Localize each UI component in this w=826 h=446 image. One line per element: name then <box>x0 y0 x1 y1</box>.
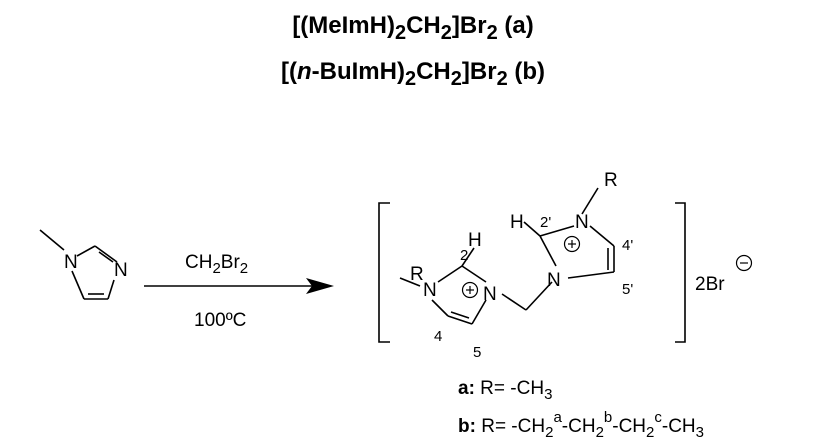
compound-title-b: [(n-BuImH)2CH2]Br2 (b) <box>280 58 545 90</box>
left-r-label: R <box>410 264 424 285</box>
right-r-bond <box>581 187 599 215</box>
right-c5-number: 5' <box>622 281 633 298</box>
product-structure: R N N H 2 4 5 R N N H 2' 4' 5' 2Br <box>378 170 753 361</box>
right-bond-c4-n3 <box>567 271 615 279</box>
left-bond-c2-n3 <box>461 265 487 283</box>
right-plus-charge-icon <box>563 235 581 253</box>
ring-bond-n1-c2 <box>76 245 96 257</box>
right-bracket <box>675 202 686 343</box>
bridge-bond-right <box>525 281 553 311</box>
left-c2-h-bond <box>461 247 475 267</box>
left-bond-c5-c4 <box>447 315 473 325</box>
left-n1: N <box>423 280 437 301</box>
ring-bond-c5-n1 <box>71 270 85 300</box>
left-plus-charge-icon <box>461 281 479 299</box>
right-bond-c2-n1 <box>539 225 575 237</box>
left-r-bond <box>399 277 421 287</box>
reagent-label: CH2Br2 <box>185 252 248 277</box>
right-h: H <box>510 212 524 233</box>
methylimidazole-structure: N N <box>39 229 128 300</box>
counterion-label: 2Br <box>695 274 725 295</box>
left-h: H <box>468 230 482 251</box>
arrow-head <box>306 278 334 294</box>
ring-bond-c2-n3 <box>94 245 118 263</box>
reaction-arrow <box>144 278 334 294</box>
right-n3: N <box>547 270 561 291</box>
legend-a: a: R= -CH3 <box>458 378 552 403</box>
left-bond-n3-c5 <box>471 299 487 325</box>
right-c2-number: 2' <box>540 214 551 231</box>
minus-charge-icon <box>735 254 753 272</box>
left-n3: N <box>483 284 497 305</box>
right-bond-n3-c2 <box>539 235 557 267</box>
left-bond-n1-c2 <box>437 265 463 283</box>
left-double-bond-c4-c5 <box>450 311 470 319</box>
bridge-bond-left <box>501 293 527 311</box>
temperature-label: 100ºC <box>194 310 246 331</box>
reactant-n3: N <box>114 260 128 281</box>
right-r-label: R <box>604 170 618 191</box>
left-c5-number: 5 <box>473 344 481 361</box>
right-c2-h-bond <box>523 221 541 237</box>
right-bond-n1-c5 <box>589 225 615 247</box>
ring-double-bond-c2-n3 <box>98 251 114 263</box>
reactant-n1: N <box>64 252 78 273</box>
left-bracket <box>378 202 390 343</box>
left-c4-number: 4 <box>434 328 442 345</box>
right-c4-number: 4' <box>622 237 633 254</box>
compound-title-a: [(MeImH)2CH2]Br2 (a) <box>292 12 534 44</box>
methyl-bond <box>39 229 65 251</box>
left-bond-c4-n1 <box>431 299 449 317</box>
ring-bond-n3-c4 <box>107 279 115 300</box>
left-c2-number: 2 <box>460 247 468 264</box>
right-n1: N <box>575 212 589 233</box>
legend-b: b: R= -CH2a-CH2b-CH2c-CH3 <box>458 409 704 441</box>
